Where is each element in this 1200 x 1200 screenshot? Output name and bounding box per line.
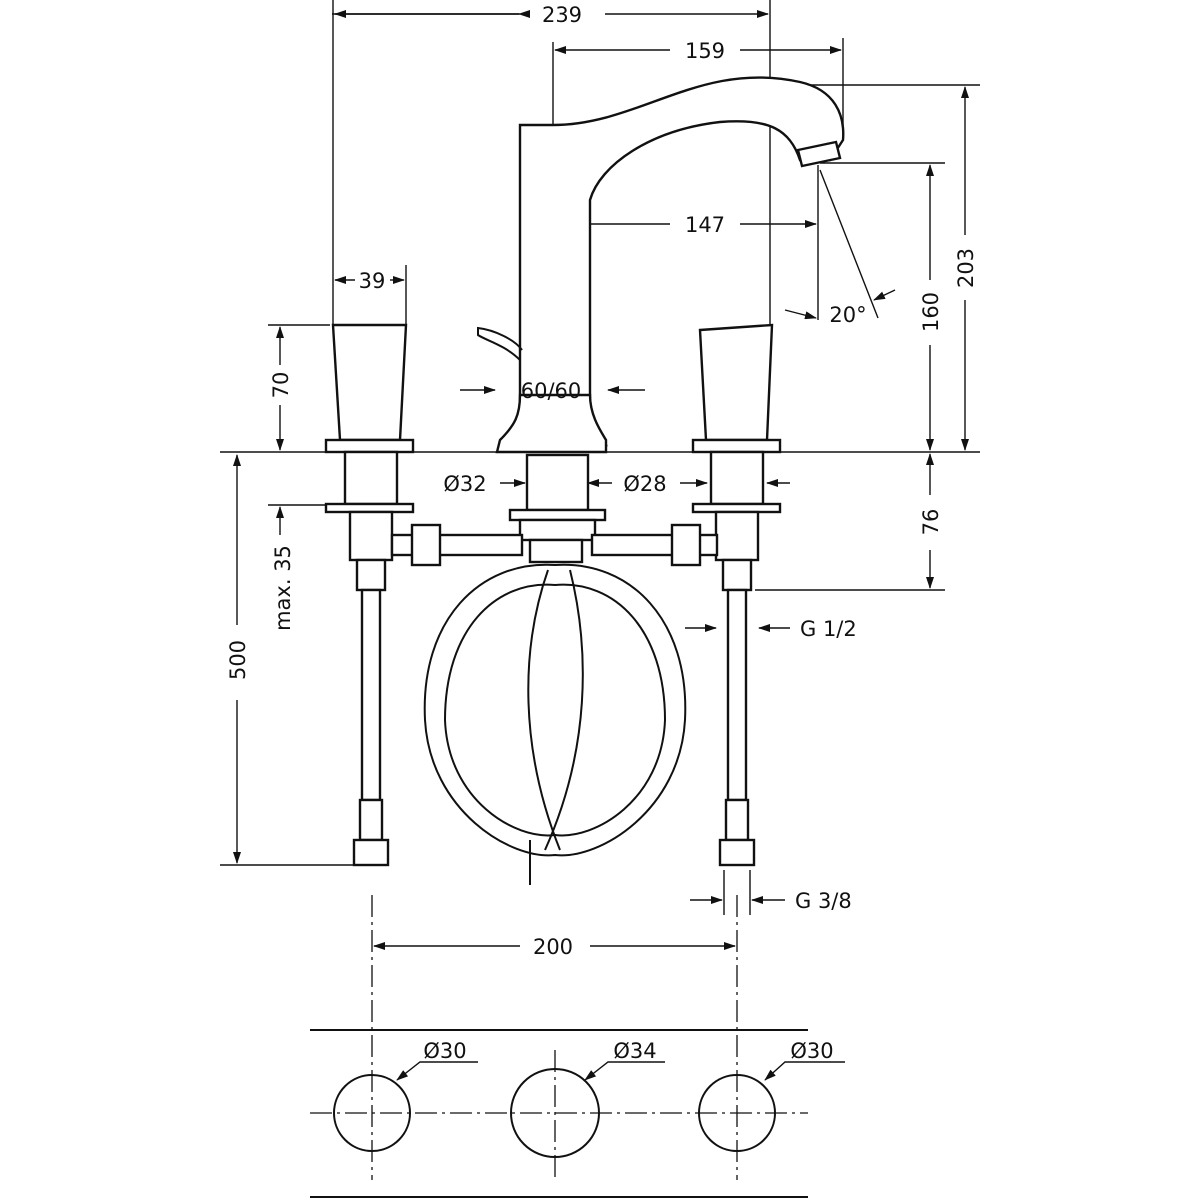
dim-hose-thread: G 3/8 — [795, 889, 852, 913]
dim-hole-right: Ø30 — [790, 1039, 833, 1063]
center-lines — [310, 895, 808, 1180]
dim-hole-center: Ø34 — [613, 1039, 656, 1063]
dim-spray-angle: 20° — [829, 303, 866, 327]
dimension-labels: 239 159 147 39 70 60/60 20° 160 203 Ø32 … — [226, 3, 978, 1063]
dim-overall-width: 239 — [542, 3, 582, 27]
dim-max-deck-thickness: max. 35 — [271, 545, 295, 631]
dim-outlet-height: 160 — [919, 292, 943, 332]
dim-spout-shank-dia: Ø32 — [443, 472, 486, 496]
right-handle — [691, 323, 782, 867]
dim-handle-shank-dia: Ø28 — [623, 472, 666, 496]
dimension-lines — [233, 10, 969, 950]
left-handle — [324, 323, 415, 867]
dim-total-height: 203 — [954, 248, 978, 288]
dim-shank-length: 76 — [919, 509, 943, 536]
dim-valve-thread: G 1/2 — [800, 617, 857, 641]
deck-hole-plan — [310, 1029, 845, 1198]
hole-left — [333, 1074, 411, 1152]
hole-right — [698, 1074, 776, 1152]
hole-center — [510, 1068, 600, 1158]
dim-spout-base: 60/60 — [521, 379, 582, 403]
dim-handle-width: 39 — [359, 269, 386, 293]
dim-spout-reach-inner: 147 — [685, 213, 725, 237]
dim-hole-left: Ø30 — [423, 1039, 466, 1063]
dim-center-distance: 200 — [533, 935, 573, 959]
extension-lines — [220, 0, 980, 866]
spout — [477, 76, 845, 454]
dim-hose-length: 500 — [226, 640, 250, 680]
spout-shank-and-hoses — [390, 453, 719, 885]
dim-spout-reach-top: 159 — [685, 39, 725, 63]
dim-handle-height: 70 — [269, 372, 293, 399]
